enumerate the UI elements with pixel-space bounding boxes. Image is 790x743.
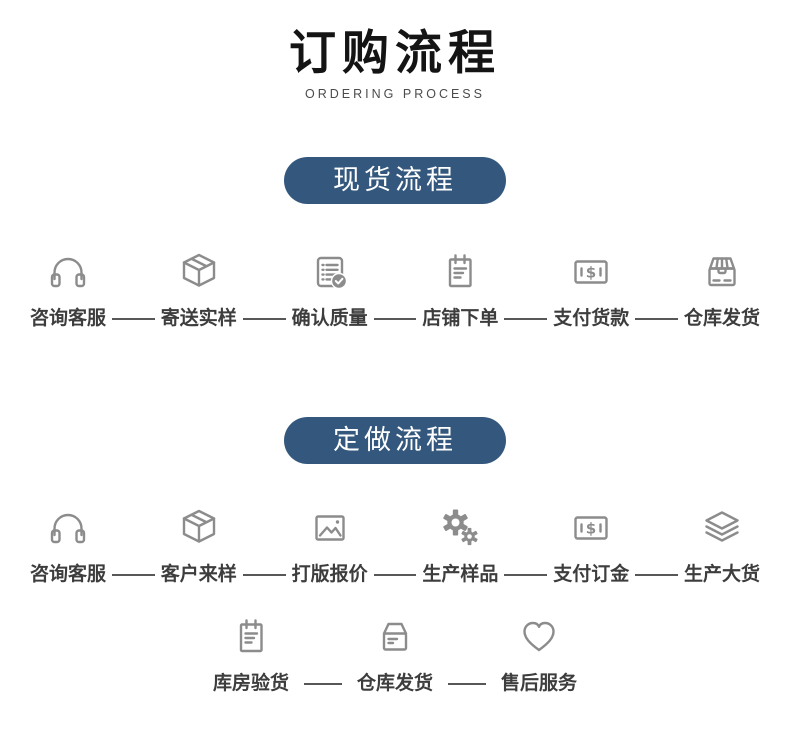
package-box-icon <box>175 504 223 552</box>
step-confirm-quality: 确认质量 <box>292 248 368 331</box>
step-label: 仓库发货 <box>356 673 433 695</box>
step-customer-sample: 客户来样 <box>161 504 237 587</box>
step-produce-sample: 生产样品 <box>422 504 498 587</box>
step-warehouse-ship: 仓库发货 <box>684 248 760 331</box>
flow-connector <box>242 574 286 577</box>
step-label: 支付货款 <box>553 308 630 330</box>
flow-connector <box>635 574 678 577</box>
custom-flow-row-2: 库房验货 仓库发货 售后服务 <box>0 613 790 696</box>
section-badge-stock-flow: 现货流程 <box>284 157 506 205</box>
page-header: 订购流程 ORDERING PROCESS <box>0 0 790 101</box>
page-title: 订购流程 <box>289 26 501 79</box>
step-shop-order: 店铺下单 <box>422 248 498 331</box>
step-label: 库房验货 <box>212 673 289 695</box>
flow-connector <box>448 683 486 686</box>
flow-connector <box>635 318 678 321</box>
step-label: 仓库发货 <box>683 308 760 330</box>
step-label: 确认质量 <box>291 308 368 330</box>
step-label: 咨询客服 <box>30 308 107 330</box>
layers-icon <box>698 504 746 552</box>
stock-flow-row: 咨询客服 寄送实样 <box>0 248 790 331</box>
step-pay-goods: $ 支付货款 <box>553 248 629 331</box>
headset-icon <box>44 248 92 296</box>
svg-text:$: $ <box>586 264 596 282</box>
section-badge-custom-flow: 定做流程 <box>284 417 506 465</box>
headset-icon <box>44 504 92 552</box>
order-pad-icon <box>227 613 275 661</box>
step-after-sale-service: 售后服务 <box>501 613 577 696</box>
step-pattern-quote: 打版报价 <box>292 504 368 587</box>
package-box-icon <box>175 248 223 296</box>
step-consult-service: 咨询客服 <box>30 248 106 331</box>
step-consult-service: 咨询客服 <box>30 504 106 587</box>
flow-connector <box>112 574 155 577</box>
step-pay-deposit: $ 支付订金 <box>553 504 629 587</box>
step-label: 生产样品 <box>422 564 499 586</box>
carton-box-icon <box>371 613 419 661</box>
flow-connector <box>504 574 548 577</box>
warehouse-box-icon <box>698 248 746 296</box>
flow-connector <box>373 318 417 321</box>
banknote-icon: $ <box>567 248 615 296</box>
step-label: 支付订金 <box>553 564 630 586</box>
step-warehouse-ship: 仓库发货 <box>357 613 433 696</box>
step-label: 客户来样 <box>160 564 237 586</box>
step-label: 店铺下单 <box>422 308 499 330</box>
order-pad-icon <box>436 248 484 296</box>
page-subtitle: ORDERING PROCESS <box>305 87 485 102</box>
flow-connector <box>303 683 342 686</box>
step-label: 咨询客服 <box>30 564 107 586</box>
custom-flow-row-1: 咨询客服 客户来样 打版报价 <box>0 504 790 587</box>
flow-connector <box>112 318 155 321</box>
step-warehouse-inspect: 库房验货 <box>213 613 289 696</box>
step-bulk-production: 生产大货 <box>684 504 760 587</box>
step-label: 打版报价 <box>291 564 368 586</box>
flow-connector <box>242 318 286 321</box>
step-send-sample: 寄送实样 <box>161 248 237 331</box>
svg-text:$: $ <box>586 520 596 538</box>
heart-icon <box>515 613 563 661</box>
gears-icon <box>436 504 484 552</box>
step-label: 售后服务 <box>501 673 578 695</box>
flow-connector <box>504 318 548 321</box>
step-label: 生产大货 <box>683 564 760 586</box>
step-label: 寄送实样 <box>160 308 237 330</box>
flow-connector <box>373 574 417 577</box>
image-icon <box>306 504 354 552</box>
banknote-icon: $ <box>567 504 615 552</box>
checklist-check-icon <box>306 248 354 296</box>
